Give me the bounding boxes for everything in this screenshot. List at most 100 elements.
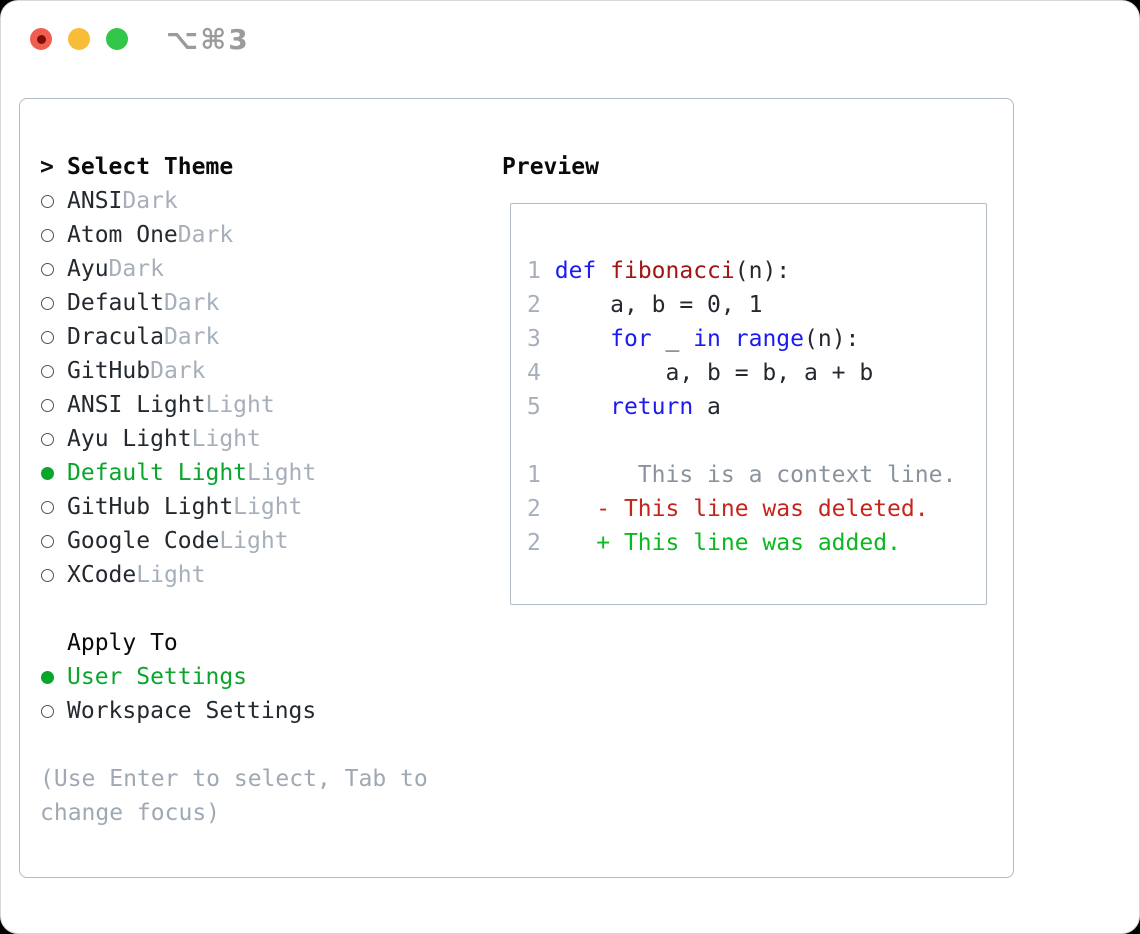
option-label: Ayu Light — [67, 426, 192, 452]
theme-option-dracula[interactable]: Dracula Dark — [40, 320, 480, 354]
radio-circle — [41, 568, 54, 582]
apply-to-header: Apply To — [40, 626, 480, 660]
theme-option-github-light[interactable]: GitHub Light Light — [40, 490, 480, 524]
section-gap — [40, 592, 480, 626]
close-button[interactable] — [30, 28, 52, 50]
apply-option-workspace-settings[interactable]: Workspace Settings — [40, 694, 480, 728]
radio-circle — [41, 500, 54, 514]
radio-circle — [41, 398, 54, 412]
radio-circle — [41, 194, 54, 208]
radio-selected-icon — [40, 466, 67, 480]
theme-option-default-light[interactable]: Default Light Light — [40, 456, 480, 490]
theme-variant-tag: Light — [191, 426, 261, 452]
radio-unselected-icon — [40, 228, 67, 242]
radio-unselected-icon — [40, 262, 67, 276]
option-label: Workspace Settings — [67, 698, 317, 724]
select-theme-header: > Select Theme — [40, 150, 480, 184]
help-text-line-1: (Use Enter to select, Tab to — [40, 766, 428, 792]
prompt-icon: > — [40, 154, 54, 180]
radio-circle — [41, 534, 54, 548]
code-token-fn: fibonacci — [610, 258, 735, 284]
theme-variant-tag: Dark — [150, 358, 206, 384]
code-token-pl: (n): — [734, 258, 791, 284]
radio-circle — [41, 364, 54, 378]
help-text-line-2: change focus) — [40, 800, 221, 826]
option-label: Atom One — [67, 222, 178, 248]
apply-option-user-settings[interactable]: User Settings — [40, 660, 480, 694]
theme-variant-tag: Dark — [108, 256, 164, 282]
code-token-pl: a, b = 0, 1 — [554, 292, 763, 318]
code-token-ctx: This is a context line. — [554, 462, 957, 488]
code-token-kw: def — [554, 258, 597, 284]
theme-option-google-code[interactable]: Google Code Light — [40, 524, 480, 558]
line-number: 5 — [527, 394, 541, 420]
code-token-del: - This line was deleted. — [554, 496, 929, 522]
theme-option-default[interactable]: Default Dark — [40, 286, 480, 320]
radio-circle — [41, 704, 54, 718]
option-label: Google Code — [67, 528, 220, 554]
code-token-pl: a — [693, 394, 721, 420]
code-token-add: + This line was added. — [554, 530, 901, 556]
code-token-pl — [721, 326, 735, 352]
theme-variant-tag: Light — [233, 494, 303, 520]
theme-variant-tag: Dark — [163, 290, 220, 316]
diff-added-line: 2 + This line was added. — [527, 526, 986, 560]
code-token-pl: _ — [651, 326, 694, 352]
code-line: 3 for _ in range(n): — [527, 322, 986, 356]
radio-circle — [41, 432, 54, 446]
theme-variant-tag: Dark — [177, 222, 234, 248]
option-label: Dracula — [67, 324, 164, 350]
option-label: User Settings — [67, 664, 248, 690]
line-number: 2 — [527, 496, 541, 522]
radio-unselected-icon — [40, 568, 67, 582]
theme-option-github[interactable]: GitHub Dark — [40, 354, 480, 388]
theme-option-atom-one[interactable]: Atom One Dark — [40, 218, 480, 252]
theme-variant-tag: Light — [247, 460, 317, 486]
select-theme-title: Select Theme — [67, 154, 234, 180]
code-line: 1 def fibonacci(n): — [527, 254, 986, 288]
theme-option-xcode[interactable]: XCode Light — [40, 558, 480, 592]
blank-line — [527, 424, 986, 458]
line-number: 2 — [527, 292, 541, 318]
line-number: 4 — [527, 360, 541, 386]
maximize-button[interactable] — [106, 28, 128, 50]
radio-unselected-icon — [40, 194, 67, 208]
theme-option-ansi-light[interactable]: ANSI Light Light — [40, 388, 480, 422]
radio-unselected-icon — [40, 330, 67, 344]
code-line: 4 a, b = b, a + b — [527, 356, 986, 390]
theme-option-ansi[interactable]: ANSI Dark — [40, 184, 480, 218]
code-token-pl — [555, 326, 610, 352]
radio-unselected-icon — [40, 704, 67, 718]
option-label: ANSI — [67, 188, 123, 214]
option-label: Ayu — [67, 256, 109, 282]
minimize-button[interactable] — [68, 28, 90, 50]
radio-circle — [41, 670, 54, 684]
theme-option-ayu[interactable]: Ayu Dark — [40, 252, 480, 286]
theme-variant-tag: Light — [136, 562, 206, 588]
line-number: 1 — [527, 258, 541, 284]
line-number: 3 — [527, 326, 541, 352]
radio-unselected-icon — [40, 296, 67, 310]
radio-selected-icon — [40, 670, 67, 684]
section-gap — [40, 728, 480, 762]
preview-title: Preview — [502, 154, 599, 180]
theme-variant-tag: Dark — [163, 324, 220, 350]
code-token-pl — [596, 258, 610, 284]
radio-circle — [41, 466, 54, 480]
code-line: 5 return a — [527, 390, 986, 424]
option-label: GitHub — [67, 358, 151, 384]
code-token-kw: return — [610, 394, 694, 420]
radio-circle — [41, 262, 54, 276]
code-token-kw: for — [610, 326, 652, 352]
option-label: XCode — [67, 562, 137, 588]
option-label: Default — [67, 290, 164, 316]
radio-unselected-icon — [40, 364, 67, 378]
theme-option-ayu-light[interactable]: Ayu Light Light — [40, 422, 480, 456]
radio-unselected-icon — [40, 398, 67, 412]
radio-circle — [41, 228, 54, 242]
radio-circle — [41, 296, 54, 310]
radio-unselected-icon — [40, 500, 67, 514]
